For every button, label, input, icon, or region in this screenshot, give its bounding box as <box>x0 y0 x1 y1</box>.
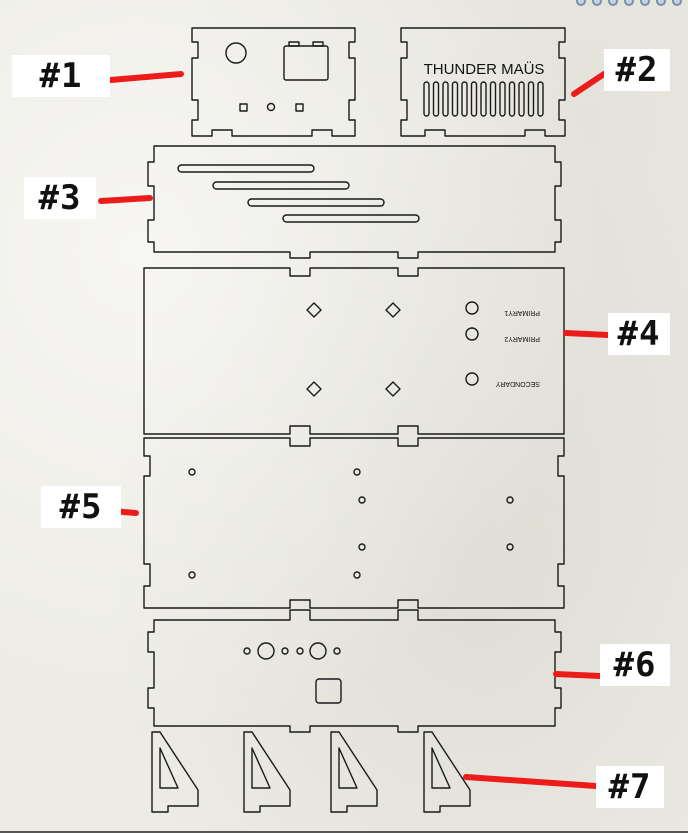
switch-cutout <box>315 678 342 704</box>
vent-slot <box>508 81 516 117</box>
round-hole <box>266 102 276 112</box>
vent-slot <box>499 81 506 117</box>
vent-slot <box>423 81 430 117</box>
part-1-panel <box>191 27 356 137</box>
zoom-out-icon[interactable] <box>592 0 602 6</box>
display-notch <box>312 41 324 47</box>
vent-slots <box>423 81 544 117</box>
mount-hole <box>188 468 196 476</box>
mount-hole <box>358 543 366 551</box>
arrow-part-1 <box>108 71 184 83</box>
part-4-panel: PRIMARY1 PRIMARY2 SECONDARY <box>143 267 565 435</box>
foot-notch <box>338 747 358 789</box>
mount-holes <box>188 468 514 579</box>
mount-hole <box>506 496 514 504</box>
bottom-border <box>0 831 688 833</box>
foot-piece <box>330 731 378 813</box>
mount-hole <box>188 571 196 579</box>
diamond-hole <box>385 302 401 318</box>
diamond-hole <box>306 381 322 397</box>
rotate-icon[interactable] <box>624 0 634 6</box>
square-hole <box>295 103 304 112</box>
viewer-toolbar <box>576 0 682 8</box>
display-notch <box>288 41 300 47</box>
foot-notch <box>431 747 451 789</box>
arrow-part-6 <box>553 671 603 679</box>
vent-slot <box>442 81 449 117</box>
mount-hole <box>353 468 361 476</box>
arrow-part-7 <box>463 774 599 789</box>
vent-slot <box>432 81 440 117</box>
part-label-1: #1 <box>12 55 110 97</box>
vent-slot <box>461 81 468 117</box>
part-7-feet <box>151 731 471 813</box>
jack-hole <box>257 642 275 660</box>
part-label-5: #5 <box>41 486 121 528</box>
part-5-panel <box>143 437 565 609</box>
primary1-label: PRIMARY1 <box>504 309 540 316</box>
slot <box>282 214 420 223</box>
mount-hole <box>506 543 514 551</box>
arrow-part-4 <box>563 330 611 338</box>
vent-slot <box>518 81 525 117</box>
square-hole <box>239 103 248 112</box>
refresh-icon[interactable] <box>640 0 650 6</box>
secondary-label: SECONDARY <box>495 380 540 387</box>
mount-hole <box>353 571 361 579</box>
part-2-panel: THUNDER MAÜS <box>400 27 566 137</box>
knob-hole <box>225 42 247 64</box>
arrow-part-2 <box>571 71 607 97</box>
part-label-6: #6 <box>600 644 670 686</box>
vent-slot <box>480 81 487 117</box>
jack-hole <box>465 301 479 315</box>
jack-hole <box>309 642 327 660</box>
diamond-hole <box>385 381 401 397</box>
foot-notch <box>251 747 271 789</box>
part-label-2: #2 <box>604 49 670 91</box>
display-cutout <box>283 45 329 81</box>
settings-icon[interactable] <box>672 0 682 6</box>
jack-hole <box>465 372 479 386</box>
vent-slot <box>470 81 478 117</box>
slot <box>212 181 350 190</box>
small-hole <box>333 647 341 655</box>
part-label-4: #4 <box>608 313 670 355</box>
slot <box>177 164 315 173</box>
jack-hole <box>465 327 479 341</box>
foot-piece <box>423 731 471 813</box>
part-label-7: #7 <box>596 766 664 808</box>
pan-icon[interactable] <box>608 0 618 6</box>
small-hole <box>281 647 289 655</box>
mount-hole <box>358 496 366 504</box>
zoom-in-icon[interactable] <box>576 0 586 6</box>
part-3-panel <box>147 145 562 259</box>
vent-slot <box>527 81 535 117</box>
small-hole <box>243 647 251 655</box>
diamond-hole <box>306 302 322 318</box>
brand-engraving: THUNDER MAÜS <box>424 60 545 78</box>
primary2-label: PRIMARY2 <box>504 335 540 342</box>
page-icon[interactable] <box>656 0 666 6</box>
slot <box>247 198 385 207</box>
vent-slot <box>537 81 544 117</box>
part-label-3: #3 <box>24 177 96 219</box>
vent-slot <box>489 81 497 117</box>
part-6-panel <box>147 609 562 733</box>
foot-notch <box>159 747 179 789</box>
small-hole <box>296 647 304 655</box>
vent-slot <box>451 81 459 117</box>
foot-piece <box>243 731 291 813</box>
foot-piece <box>151 731 199 813</box>
arrow-part-3 <box>98 195 153 204</box>
